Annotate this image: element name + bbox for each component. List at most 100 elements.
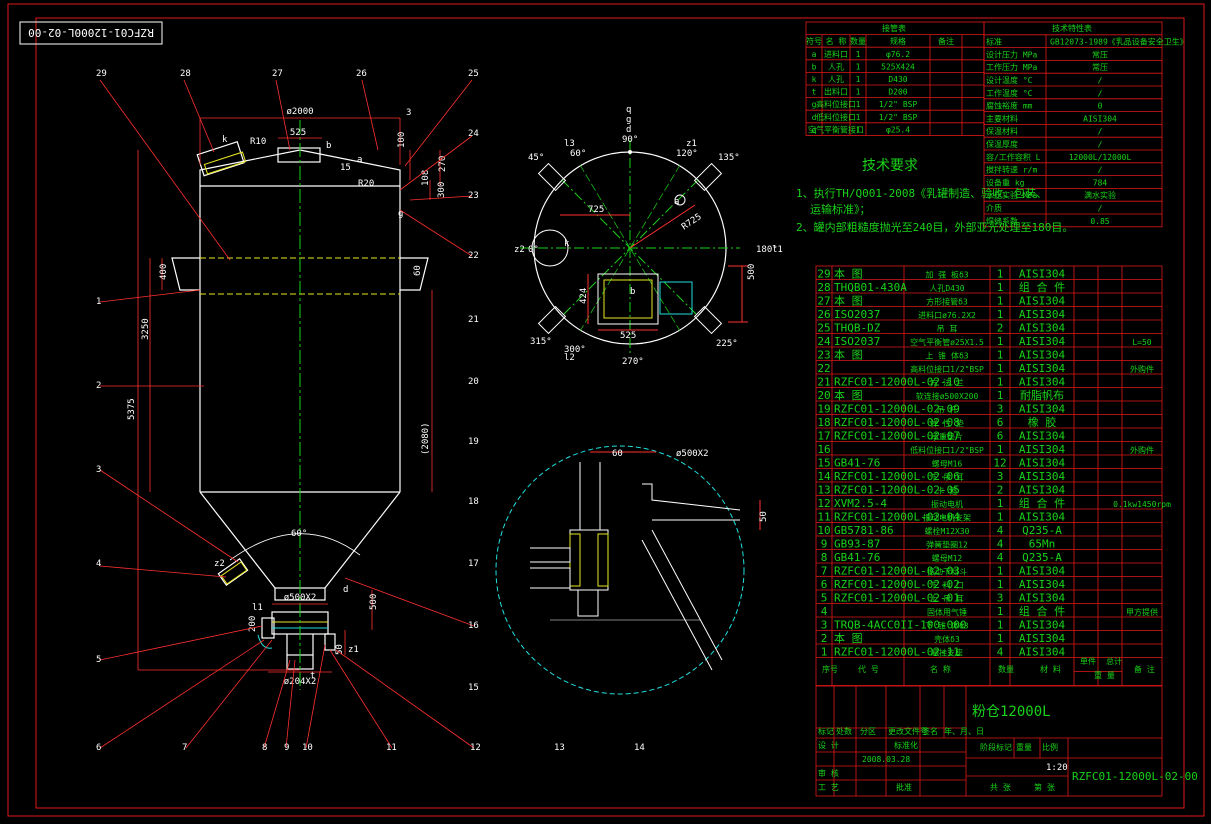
- bom-remark: 外购件: [1130, 445, 1154, 455]
- bom-h-total: 总计: [1106, 656, 1122, 666]
- plan-b: b: [630, 287, 635, 297]
- dim-400: 400: [159, 264, 169, 280]
- nozzle-cell: 1: [856, 88, 861, 97]
- label-z1: z1: [348, 645, 359, 655]
- bom-code: 本 图: [834, 388, 863, 402]
- tech-req-line1b: 运输标准》；: [810, 202, 871, 216]
- bom-code: 本 图: [834, 348, 863, 362]
- bom-material: AISI304: [1019, 646, 1066, 659]
- plan-l3: l3: [564, 139, 575, 149]
- tech-value: GB12073-1989《乳品设备安全卫生》: [1050, 37, 1188, 47]
- dim-500: 500: [369, 594, 379, 610]
- balloon-13: 13: [554, 743, 565, 753]
- nozzle-cell: 525X424: [881, 62, 915, 71]
- nozzle-cell: D200: [888, 88, 907, 97]
- tb-mark: 标记: [818, 726, 834, 736]
- nozzle-cell: b: [812, 62, 817, 71]
- bom-code: RZFC01-12000L-02-01: [834, 592, 960, 605]
- nozzle-cell: 1: [856, 125, 861, 134]
- dim-15: 15: [340, 163, 351, 173]
- bom-qty: 1: [997, 335, 1004, 348]
- tech-value: AISI304: [1083, 114, 1117, 123]
- tb-sign: 签名: [922, 726, 938, 736]
- dim-5375: 5375: [127, 398, 137, 420]
- bom-code: RZFC01-12000L-02-09: [834, 403, 960, 416]
- balloon-18: 18: [468, 497, 479, 507]
- nozzle-table-title: 接管表: [882, 23, 906, 33]
- label-l1: l1: [252, 603, 263, 613]
- bom-qty: 1: [997, 619, 1004, 632]
- bom-code: GB41-76: [834, 551, 880, 564]
- nozzle-cell: 1: [856, 50, 861, 59]
- tech-value: 12000L/12000L: [1069, 153, 1132, 162]
- balloon-2: 2: [96, 381, 101, 391]
- bom-name: 承重垫片: [931, 432, 963, 442]
- bom-qty: 1: [997, 349, 1004, 362]
- plan-l2: l2: [564, 353, 575, 363]
- tb-design: 设 计: [818, 740, 839, 750]
- tb-stage: 阶段标记: [980, 742, 1012, 752]
- bom-no: 1: [821, 646, 828, 659]
- bom-qty: 1: [997, 362, 1004, 375]
- bom-code: RZFC01-12000L-02-06: [834, 470, 960, 483]
- dim-108: 108: [421, 170, 431, 186]
- bom-code: TRQB-4ACC0II-100-000: [834, 619, 966, 632]
- bom-table: [815, 265, 1163, 686]
- bom-qty: 4: [997, 551, 1004, 564]
- bom-material: AISI304: [1019, 592, 1066, 605]
- dim-angle-60: 60°: [291, 529, 307, 539]
- bom-qty: 3: [997, 470, 1004, 483]
- balloon-4: 4: [96, 559, 101, 569]
- tb-zone: 分区: [860, 727, 876, 736]
- bom-code: ISO2037: [834, 308, 880, 321]
- bom-qty: 1: [997, 497, 1004, 510]
- bom-name: 空气平衡管ø25X1.5: [910, 337, 984, 347]
- tech-value: /: [1098, 166, 1103, 175]
- bom-code: RZFC01-12000L-02-11: [834, 646, 960, 659]
- dim-r20: R20: [358, 179, 374, 189]
- bom-h-remark: 备 注: [1134, 664, 1155, 674]
- plan-labels: q g d 90° 60° 120° 45° 135° z2 0° 180° l…: [514, 105, 783, 367]
- bom-name: 螺母M12: [932, 553, 963, 563]
- plan-424: 424: [579, 288, 589, 304]
- bom-material: 组 合 件: [1019, 280, 1065, 294]
- tech-req-line1: 1、执行TH/Q001-2008《乳罐制造、验收、包装、: [796, 186, 1047, 200]
- tb-process: 工 艺: [818, 783, 839, 792]
- detail-view: [495, 445, 761, 695]
- bom-qty: 3: [997, 403, 1004, 416]
- bom-material: AISI304: [1019, 430, 1066, 443]
- detail-50: 50: [759, 511, 769, 522]
- inner-frame: [35, 17, 1185, 809]
- bom-h-single: 单件: [1080, 656, 1096, 666]
- rotated-code-box: RZFC01-12000L-02-00: [19, 21, 163, 45]
- nozzle-cell: φ25.4: [886, 125, 910, 134]
- bom-no: 17: [817, 430, 830, 443]
- bom-code: RZFC01-12000L-02-08: [834, 416, 960, 429]
- bom-name: 方 法 兰: [930, 378, 964, 388]
- bom-qty: 1: [997, 308, 1004, 321]
- bom-no: 21: [817, 376, 830, 389]
- balloon-21: 21: [468, 315, 479, 325]
- bom-name: 下 吊 耳: [930, 473, 964, 482]
- bom-name: 上 吊 耳: [930, 595, 964, 604]
- nozzle-cell: D430: [888, 75, 907, 84]
- bom-name: 高料位接口1/2"BSP: [910, 364, 984, 374]
- plan-q: q: [626, 105, 631, 115]
- balloon-5: 5: [96, 655, 101, 665]
- bom-qty: 1: [997, 281, 1004, 294]
- bom-name: 低料位接口1/2"BSP: [910, 445, 984, 455]
- bom-qty: 2: [997, 484, 1004, 497]
- tech-value: /: [1098, 204, 1103, 213]
- nozzle-cell: 1: [856, 62, 861, 71]
- dim-300: 300: [437, 182, 447, 198]
- tb-standard: 标准化: [894, 740, 918, 750]
- bom-name: 吊 耳: [937, 325, 958, 334]
- bom-code: RZFC01-12000L-02-05: [834, 484, 960, 497]
- balloon-24: 24: [468, 129, 479, 139]
- bom-qty: 1: [997, 268, 1004, 281]
- bom-material: AISI304: [1019, 619, 1066, 632]
- bom-no: 19: [817, 403, 830, 416]
